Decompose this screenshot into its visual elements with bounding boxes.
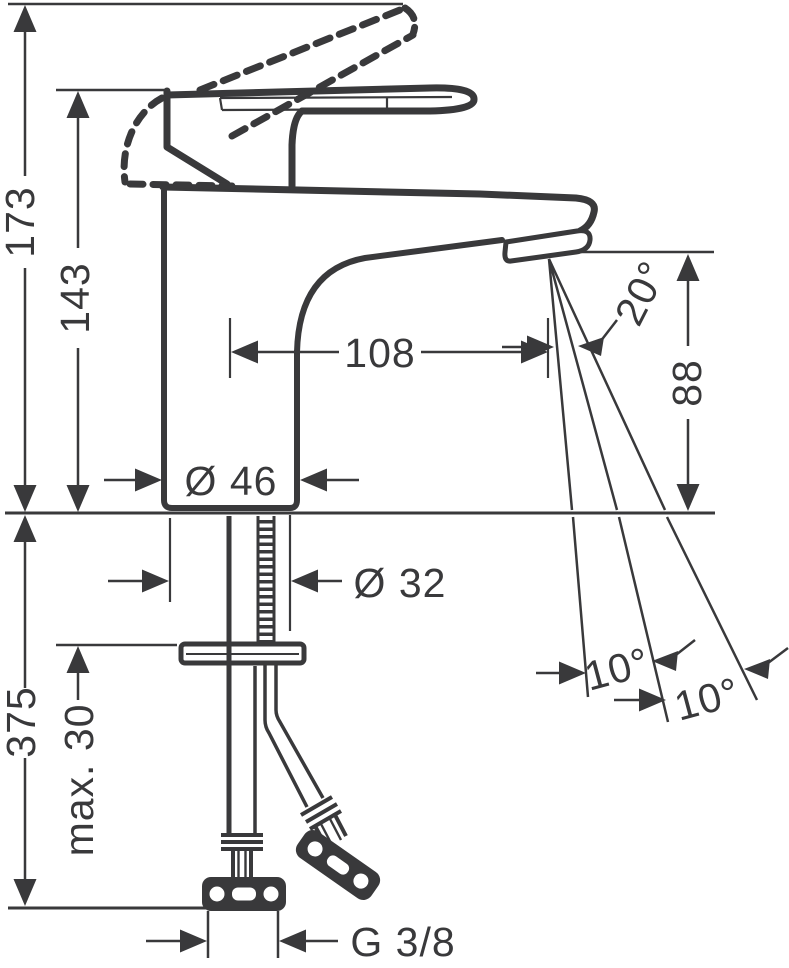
nut-hole-left (209, 886, 225, 902)
nut-hole-right (353, 873, 369, 889)
raised-handle-top-edge (196, 4, 409, 94)
dimension-labels: 173 143 108 20° 88 Ø 46 Ø 32 375 max. 30… (0, 186, 744, 965)
handle-outline (163, 84, 478, 190)
mounting-stud (256, 516, 276, 644)
water-stream-lines (547, 258, 759, 723)
raised-handle-pivot-dashes (126, 180, 236, 190)
stream-line-1 (547, 258, 590, 698)
arrow-hose-length-bottom (13, 879, 37, 906)
arrow-total-height-top (13, 5, 37, 32)
arrow-stream-angle-right (578, 337, 604, 356)
arrow-thread-right (279, 929, 306, 953)
handle-raised-dashed (120, 4, 419, 190)
handle-lever (163, 84, 478, 190)
stud-rails (256, 516, 276, 644)
arrow-swivel-left-outer (559, 661, 586, 685)
spout-underside (294, 237, 505, 355)
angled-hose-right-edge (274, 665, 325, 799)
body-column-outline (161, 190, 300, 511)
reference-lines (5, 2, 715, 958)
arrow-total-height-bottom (13, 485, 37, 512)
label-spout-reach: 108 (344, 330, 415, 376)
installation-parts (178, 516, 381, 911)
label-hole-diameter: Ø 32 (354, 560, 447, 606)
nut-slot (326, 855, 350, 875)
stream-line-3 (547, 258, 759, 701)
angled-hose-left-edge (263, 665, 309, 808)
nut-slot (232, 887, 256, 901)
label-spout-height: 143 (52, 262, 98, 333)
arrow-spout-height-top (66, 91, 90, 118)
connector-nut-angled (295, 830, 381, 900)
label-base-diameter: Ø 46 (185, 458, 278, 504)
nut-hole-right (263, 886, 279, 902)
connector-nut-bottom (202, 877, 286, 911)
supply-hose-left (202, 516, 286, 911)
label-hose-length: 375 (0, 686, 44, 757)
hose-neck-inner (237, 851, 247, 877)
tail-swivel-left-inner (671, 639, 696, 659)
raised-handle-tip (401, 4, 419, 38)
raised-handle-bottom-edge (228, 31, 417, 140)
arrow-spout-height-bottom (66, 485, 90, 512)
arrow-base-diameter-left (135, 468, 162, 492)
label-swivel-right: 10° (670, 668, 745, 729)
arrow-stream-angle-left (527, 335, 554, 359)
arrow-swivel-right-inner (744, 659, 770, 679)
arrow-hose-length-top (13, 515, 37, 542)
arrow-outlet-height-top (676, 254, 700, 281)
spout-top-edge (159, 183, 598, 235)
arrow-hole-diameter-right (291, 569, 318, 593)
tail-swivel-right-inner (763, 647, 789, 667)
tail-stream-angle-right (599, 319, 618, 343)
faucet-body (159, 183, 598, 511)
hose-end-rings (221, 833, 263, 851)
dimension-graphics (13, 5, 789, 953)
arrow-swivel-right-outer (639, 688, 666, 712)
mounting-flange (178, 641, 307, 666)
label-connection-thread: G 3/8 (350, 919, 455, 965)
arrow-max-thickness (66, 646, 90, 673)
arrow-swivel-left-inner (652, 651, 678, 671)
handle-inner-lines (218, 95, 453, 112)
nut-hole-left (307, 841, 323, 857)
arrow-outlet-height-bottom (676, 484, 700, 511)
raised-handle-back-arc (120, 94, 166, 186)
label-max-thickness: max. 30 (56, 704, 102, 857)
arrow-reach-left (231, 340, 258, 364)
label-outlet-height: 88 (664, 359, 710, 407)
stream-line-2 (547, 258, 670, 723)
label-total-height: 173 (0, 186, 43, 257)
arrow-thread-left (180, 929, 207, 953)
supply-hose-angled (263, 665, 381, 900)
handle-back-edge (163, 87, 231, 188)
arrow-hole-diameter-left (142, 569, 169, 593)
hose-neck-edges (231, 851, 253, 877)
aerator (502, 228, 593, 264)
arrow-base-diameter-right (300, 468, 327, 492)
